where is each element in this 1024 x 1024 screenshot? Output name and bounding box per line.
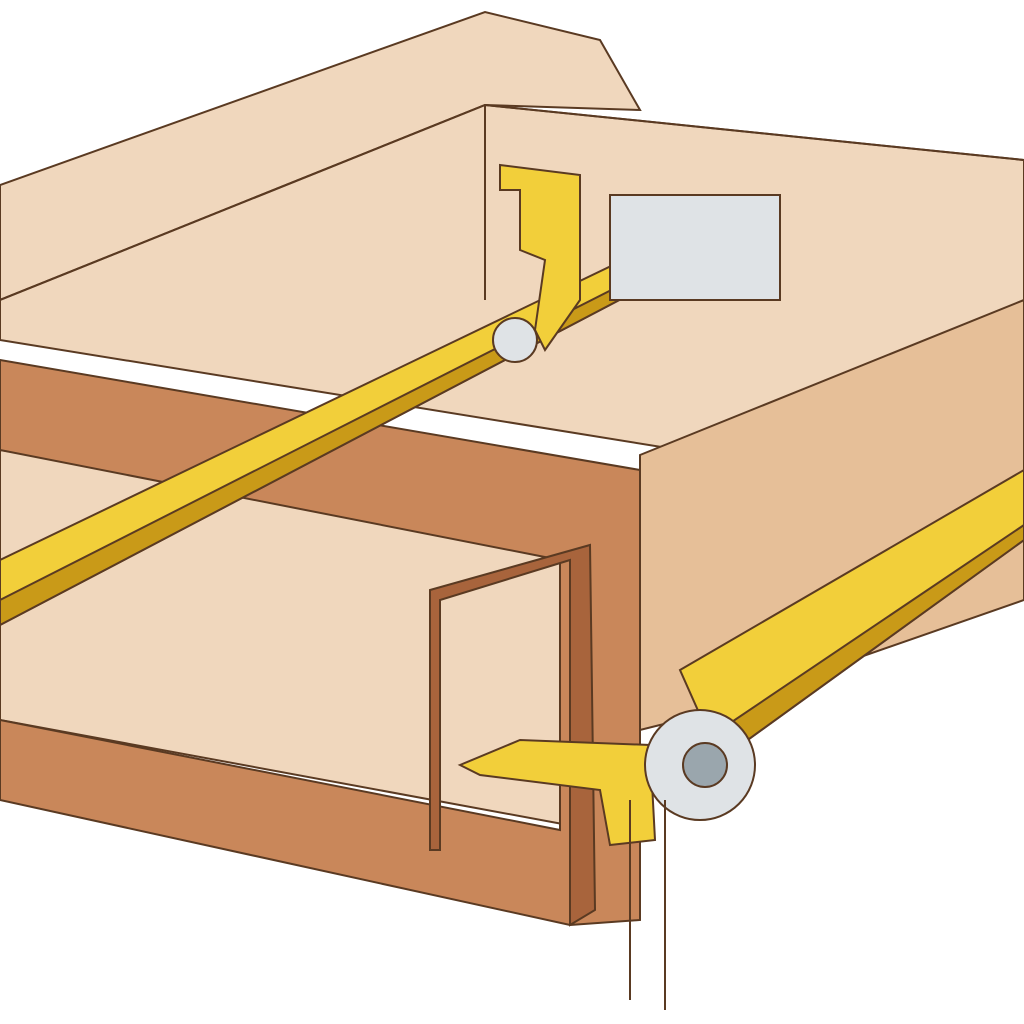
front-roller-hub xyxy=(682,742,728,788)
front-bracket xyxy=(457,738,657,847)
cabinet-left-edge xyxy=(0,104,486,301)
drawer-front-frame xyxy=(0,358,641,927)
cabinet-top-panel xyxy=(0,10,642,302)
rear-roller xyxy=(492,317,538,363)
drawer-front-edge xyxy=(429,543,597,927)
cabinet-top-edge xyxy=(484,104,1024,161)
rear-socket-plate xyxy=(609,194,781,301)
rear-bracket xyxy=(499,163,581,352)
